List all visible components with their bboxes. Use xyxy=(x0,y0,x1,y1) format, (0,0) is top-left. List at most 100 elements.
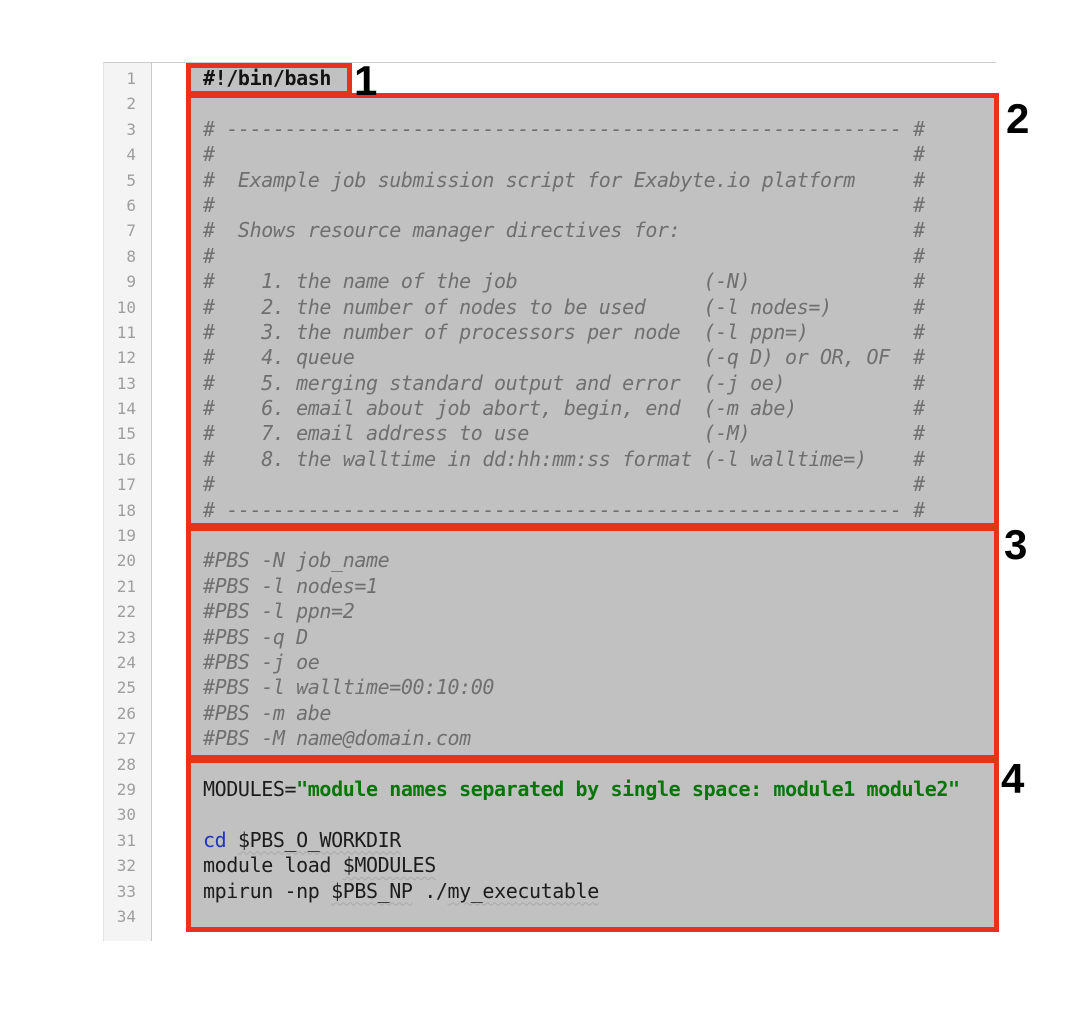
line-number: 24 xyxy=(116,652,136,672)
code-text[interactable]: # Shows resource manager directives for:… xyxy=(151,218,996,243)
code-text[interactable]: # 4. queue (-q D) or OR, OF # xyxy=(151,345,996,370)
line-number: 8 xyxy=(126,246,136,266)
line-number: 30 xyxy=(116,805,136,825)
line-number: 26 xyxy=(116,703,136,723)
highlight-region-2 xyxy=(188,95,997,526)
code-text[interactable]: # --------------------------------------… xyxy=(151,117,996,142)
code-text[interactable]: module load $MODULES xyxy=(151,853,996,878)
line-number: 18 xyxy=(116,500,136,520)
code-text[interactable]: # 3. the number of processors per node (… xyxy=(151,320,996,345)
code-line: 33 mpirun -np $PBS_NP ./my_executable xyxy=(104,879,996,904)
code-text[interactable]: mpirun -np $PBS_NP ./my_executable xyxy=(151,879,996,904)
code-segment-comment: # 5. merging standard output and error (… xyxy=(203,370,925,395)
code-line: 34 xyxy=(104,904,996,929)
code-segment-keyword: cd xyxy=(203,827,227,852)
code-line: 17# # xyxy=(104,472,996,497)
code-text[interactable]: # 1. the name of the job (-N) # xyxy=(151,269,996,294)
code-line: 32 module load $MODULES xyxy=(104,853,996,878)
code-line: 19 xyxy=(104,523,996,548)
line-number: 21 xyxy=(116,576,136,596)
code-line: 4# # xyxy=(104,142,996,167)
code-segment-plain: ./ xyxy=(412,878,448,903)
code-text[interactable]: # # xyxy=(151,142,996,167)
annotation-box-1 xyxy=(186,63,352,96)
line-number: 29 xyxy=(116,779,136,799)
line-number: 15 xyxy=(116,424,136,444)
code-text[interactable]: #PBS -q D xyxy=(151,625,996,650)
code-segment-comment: # 7. email address to use (-M) # xyxy=(203,421,925,446)
code-text[interactable]: MODULES="module names separated by singl… xyxy=(151,777,996,802)
code-text[interactable]: # Example job submission script for Exab… xyxy=(151,168,996,193)
code-line: 27 #PBS -M name@domain.com xyxy=(104,726,996,751)
annotation-box-4 xyxy=(186,758,999,932)
line-number: 2 xyxy=(126,94,136,114)
code-segment-comment: #PBS -m abe xyxy=(203,700,332,725)
code-segment-comment: # 2. the number of nodes to be used (-l … xyxy=(203,294,925,319)
code-line: 13 # 5. merging standard output and error… xyxy=(104,371,996,396)
code-line: 29 MODULES="module names separated by sin… xyxy=(104,777,996,802)
code-segment-comment: # 3. the number of processors per node (… xyxy=(203,319,925,344)
code-text[interactable]: cd $PBS_O_WORKDIR xyxy=(151,828,996,853)
code-text[interactable]: #PBS -M name@domain.com xyxy=(151,726,996,751)
code-text[interactable]: #PBS -l nodes=1 xyxy=(151,574,996,599)
annotation-box-2 xyxy=(186,93,999,528)
line-number: 16 xyxy=(116,449,136,469)
highlight-region-3 xyxy=(188,528,997,758)
line-number: 5 xyxy=(126,170,136,190)
code-line: 9 # 1. the name of the job (-N) # xyxy=(104,269,996,294)
code-segment-plain: mpirun -np xyxy=(203,878,332,903)
code-text[interactable]: # # xyxy=(151,472,996,497)
code-segment-warn: $MODULES xyxy=(342,853,437,878)
code-segment-comment: #PBS -M name@domain.com xyxy=(203,726,471,751)
code-line: 5 # Example job submission script for Exa… xyxy=(104,168,996,193)
code-text[interactable]: # 2. the number of nodes to be used (-l … xyxy=(151,295,996,320)
code-segment-comment: # # xyxy=(203,472,925,497)
line-number: 9 xyxy=(126,272,136,292)
code-segment-comment: # 8. the walltime in dd:hh:mm:ss format … xyxy=(203,446,925,471)
code-segment-comment: # Example job submission script for Exab… xyxy=(203,167,925,192)
code-text[interactable]: # 8. the walltime in dd:hh:mm:ss format … xyxy=(151,447,996,472)
code-text[interactable]: # # xyxy=(151,193,996,218)
code-segment-warn: my_executable xyxy=(447,878,600,903)
code-line: 2 xyxy=(104,91,996,116)
code-text[interactable]: #PBS -m abe xyxy=(151,701,996,726)
code-line: 3 # -------------------------------------… xyxy=(104,117,996,142)
line-number: 33 xyxy=(116,881,136,901)
line-number: 27 xyxy=(116,729,136,749)
code-text[interactable]: # --------------------------------------… xyxy=(151,498,996,523)
annotation-box-3 xyxy=(186,526,999,760)
code-line: 22#PBS -l ppn=2 xyxy=(104,599,996,624)
code-text[interactable]: #PBS -l walltime=00:10:00 xyxy=(151,675,996,700)
code-text[interactable]: #!/bin/bash xyxy=(151,66,996,91)
code-text[interactable]: #PBS -j oe xyxy=(151,650,996,675)
code-text[interactable]: # 5. merging standard output and error (… xyxy=(151,371,996,396)
line-number: 3 xyxy=(126,119,136,139)
line-number: 32 xyxy=(116,856,136,876)
line-number: 6 xyxy=(126,195,136,215)
code-line: 20#PBS -N job_name xyxy=(104,548,996,573)
code-segment-string: "module names separated by single space:… xyxy=(296,776,960,801)
code-segment-warn: $PBS_NP xyxy=(331,878,413,903)
code-text[interactable]: # 6. email about job abort, begin, end (… xyxy=(151,396,996,421)
code-line: 26 #PBS -m abe xyxy=(104,701,996,726)
code-line: 11# 3. the number of processors per node… xyxy=(104,320,996,345)
code-line: 7 # Shows resource manager directives for… xyxy=(104,218,996,243)
line-number: 7 xyxy=(126,221,136,241)
annotation-label-1: 1 xyxy=(354,57,378,104)
code-segment-comment: # # xyxy=(203,192,925,217)
code-line: 18 # ------------------------------------… xyxy=(104,498,996,523)
code-segment-comment: #PBS -N job_name xyxy=(203,548,390,573)
line-number: 13 xyxy=(116,373,136,393)
code-segment-comment: #PBS -l walltime=00:10:00 xyxy=(203,675,495,700)
code-segment-comment: # Shows resource manager directives for:… xyxy=(203,218,925,243)
code-segment-shebang: #!/bin/bash xyxy=(203,66,332,90)
code-text[interactable]: #PBS -l ppn=2 xyxy=(151,599,996,624)
code-text[interactable]: # # xyxy=(151,244,996,269)
code-text[interactable]: #PBS -N job_name xyxy=(151,548,996,573)
line-number: 28 xyxy=(116,754,136,774)
code-text[interactable]: # 7. email address to use (-M) # xyxy=(151,421,996,446)
code-segment-comment: # --------------------------------------… xyxy=(203,497,925,522)
